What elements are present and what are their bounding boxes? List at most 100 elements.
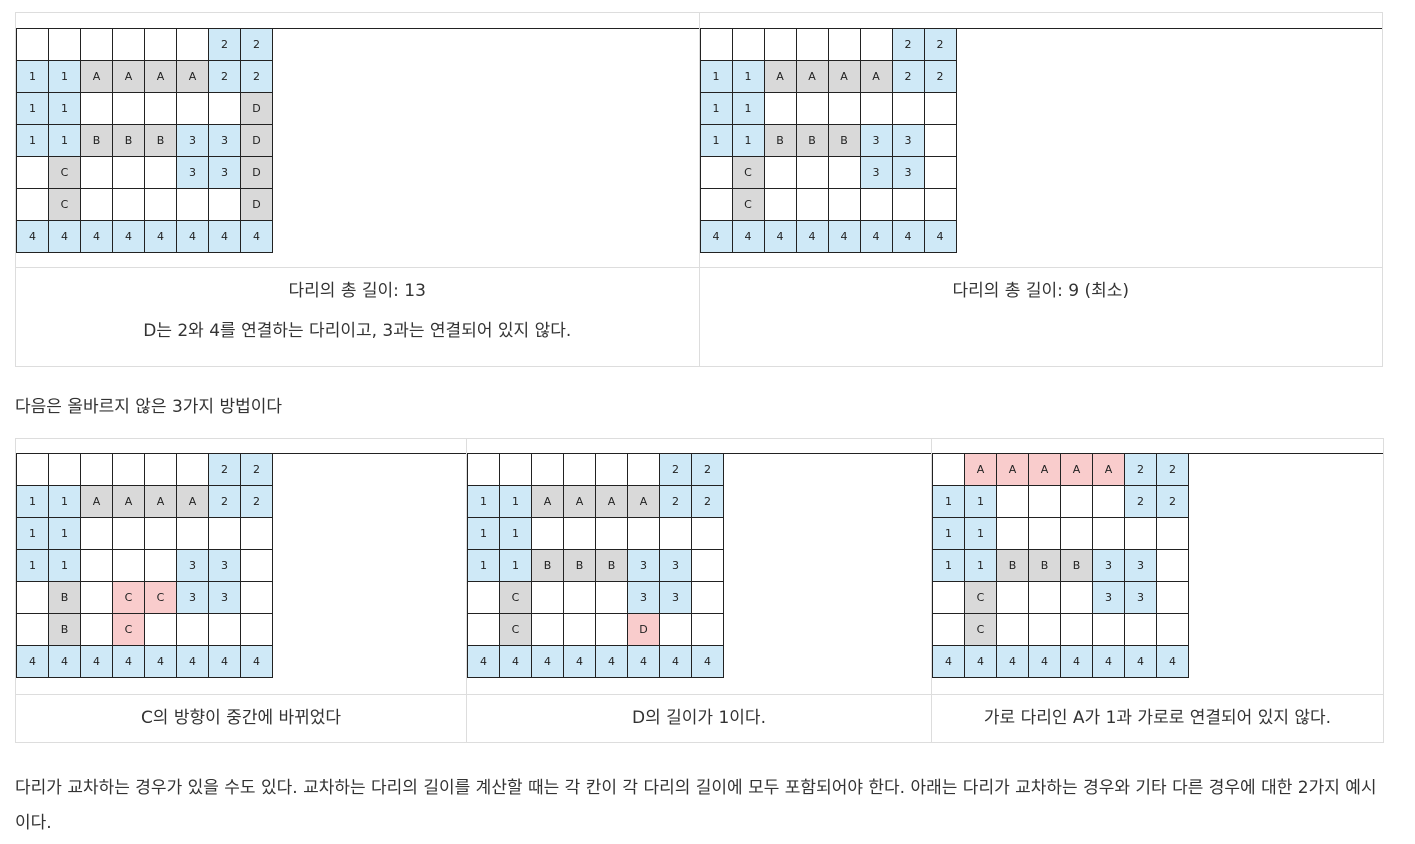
grid-cell: 3 (209, 125, 241, 157)
grid-cell (628, 518, 660, 550)
grid-cell (209, 189, 241, 221)
grid-cell: 4 (468, 646, 500, 678)
grid-cell: C (500, 614, 532, 646)
grid-cell: 4 (1125, 646, 1157, 678)
grid-cell: B (49, 614, 81, 646)
grid-cell: B (997, 550, 1029, 582)
grid-cell: 4 (113, 221, 145, 253)
grid-cell (1157, 582, 1189, 614)
grid-cell (860, 189, 893, 221)
grid-cell: 3 (660, 582, 692, 614)
grid-cell: C (965, 582, 997, 614)
grid-cell (241, 518, 273, 550)
grid-cell (1157, 550, 1189, 582)
grid-cell: 3 (628, 550, 660, 582)
grid-cell (113, 157, 145, 189)
grid-cell: B (145, 125, 177, 157)
grid-cell: 1 (700, 61, 733, 93)
grid-cell: 3 (1125, 582, 1157, 614)
grid-cell (17, 454, 49, 486)
grid-cell (209, 518, 241, 550)
grid-cell (1125, 614, 1157, 646)
grid-cell: 4 (933, 646, 965, 678)
grid-cell (177, 454, 209, 486)
grid-cell: 1 (700, 93, 733, 125)
grid-cell (81, 550, 113, 582)
grid-cell: 2 (209, 454, 241, 486)
grid-cell: A (177, 61, 209, 93)
grid-cell (1029, 486, 1061, 518)
grid-cell (860, 29, 893, 61)
grid-cell (81, 518, 113, 550)
grid-cell: 1 (17, 125, 49, 157)
grid-cell: 4 (17, 646, 49, 678)
grid-cell: 1 (500, 518, 532, 550)
grid-cell: A (113, 61, 145, 93)
grid-cell (796, 157, 829, 189)
grid-cell: 3 (660, 550, 692, 582)
grid-cell (113, 29, 145, 61)
grid-cell: C (113, 582, 145, 614)
grid-cell: 4 (828, 221, 861, 253)
grid-cell (113, 189, 145, 221)
grid-cell: C (732, 157, 765, 189)
grid-cell (692, 550, 724, 582)
grid-cell: 2 (209, 29, 241, 61)
grid-cell: C (500, 582, 532, 614)
grid-cell: 2 (241, 486, 273, 518)
grid-cell: C (49, 157, 81, 189)
grid-cell (692, 614, 724, 646)
grid-cell (764, 157, 797, 189)
grid-cell: 2 (241, 29, 273, 61)
example-valid-2-caption-cell: 다리의 총 길이: 9 (최소) (698, 267, 1383, 367)
grid-cell (113, 518, 145, 550)
grid-cell (564, 454, 596, 486)
grid-cell: A (145, 61, 177, 93)
grid-cell: 1 (933, 518, 965, 550)
grid-cell: 1 (965, 550, 997, 582)
grid-cell: 4 (1157, 646, 1189, 678)
grid-cell: A (81, 486, 113, 518)
example-invalid-1-caption-cell: C의 방향이 중간에 바뀌었다 (15, 694, 467, 743)
grid-cell (892, 189, 925, 221)
grid-cell (145, 550, 177, 582)
grid-cell: 2 (892, 61, 925, 93)
grid-cell: D (241, 157, 273, 189)
grid-cell: 1 (17, 518, 49, 550)
grid-cell (764, 93, 797, 125)
grid-cell: 4 (241, 221, 273, 253)
grid-cell: 4 (49, 221, 81, 253)
grid-cell (924, 93, 957, 125)
grid-cell: B (81, 125, 113, 157)
grid-cell (241, 550, 273, 582)
grid-cell (764, 189, 797, 221)
grid-cell: B (1029, 550, 1061, 582)
grid-cell: 4 (81, 221, 113, 253)
grid-cell: 4 (177, 221, 209, 253)
grid-cell (1093, 518, 1125, 550)
grid-cell: 4 (732, 221, 765, 253)
grid-cell: 3 (860, 157, 893, 189)
grid-cell: 1 (468, 486, 500, 518)
grid-cell: 1 (732, 93, 765, 125)
grid-cell: 3 (177, 582, 209, 614)
grid-cell: 1 (17, 486, 49, 518)
grid-cell (700, 29, 733, 61)
grid-cell (532, 614, 564, 646)
grid-cell (81, 189, 113, 221)
grid-cell: 4 (1093, 646, 1125, 678)
grid-cell (145, 157, 177, 189)
grid-cell (628, 454, 660, 486)
grid-cell (177, 614, 209, 646)
grid-cell: A (145, 486, 177, 518)
grid-cell (796, 189, 829, 221)
example-valid-1-caption: 다리의 총 길이: 13 (288, 281, 426, 301)
grid-cell: 3 (177, 157, 209, 189)
grid-cell (596, 518, 628, 550)
grid-cell (145, 454, 177, 486)
grid-cell: 4 (796, 221, 829, 253)
